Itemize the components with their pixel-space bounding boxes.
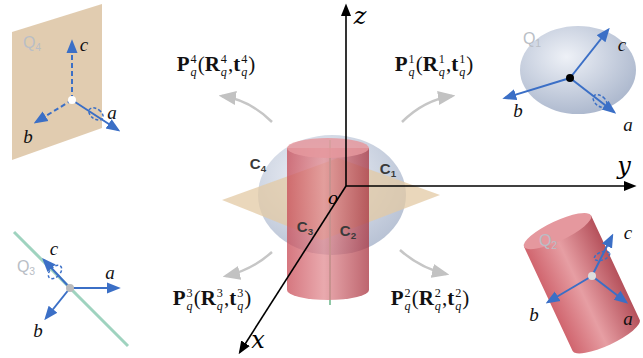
frame-axis-label: c <box>80 35 88 54</box>
transform-label: Pq4(Rq4,tq4) <box>177 53 256 79</box>
frame-axis-label: a <box>623 309 633 328</box>
frame-axis-label: a <box>105 263 115 282</box>
q3-line <box>14 232 128 346</box>
q2-frame <box>548 236 626 302</box>
quadric-label: Q4 <box>23 35 41 54</box>
transform-arrows <box>222 96 452 276</box>
q2-origin <box>588 272 596 280</box>
component-label: C4 <box>250 156 266 174</box>
frame-axis-label: a <box>623 115 633 134</box>
quadric-label: Q2 <box>539 233 557 252</box>
component-label: C2 <box>340 223 356 241</box>
quadric-label: Q1 <box>523 31 541 50</box>
q2-cylinder <box>520 206 643 358</box>
component-label: C3 <box>297 219 313 237</box>
component-label: C1 <box>380 161 396 179</box>
transform-label: Pq2(Rq2,tq2) <box>391 287 470 313</box>
frame-axis-label: c <box>618 35 626 54</box>
transform-label: Pq1(Rq1,tq1) <box>395 53 474 79</box>
frame-axis-label: c <box>624 223 632 242</box>
axis-label: x <box>251 328 265 352</box>
transform-label: Pq3(Rq3,tq3) <box>173 287 252 313</box>
quadric-label: Q3 <box>17 259 35 278</box>
frame-axis-label: c <box>50 239 58 258</box>
q4-plane <box>12 4 118 160</box>
frame-axis-label: b <box>33 321 43 340</box>
q1-ellipsoid <box>505 26 636 114</box>
frame-axis-label: b <box>513 101 523 120</box>
origin-label: o <box>328 190 338 207</box>
composite-object <box>222 135 440 305</box>
frame-axis-label: a <box>107 103 117 122</box>
frame-axis-label: b <box>23 127 33 146</box>
axis-label: y <box>617 154 631 178</box>
axis-label: z <box>354 4 367 28</box>
frame-axis-label: b <box>529 305 539 324</box>
